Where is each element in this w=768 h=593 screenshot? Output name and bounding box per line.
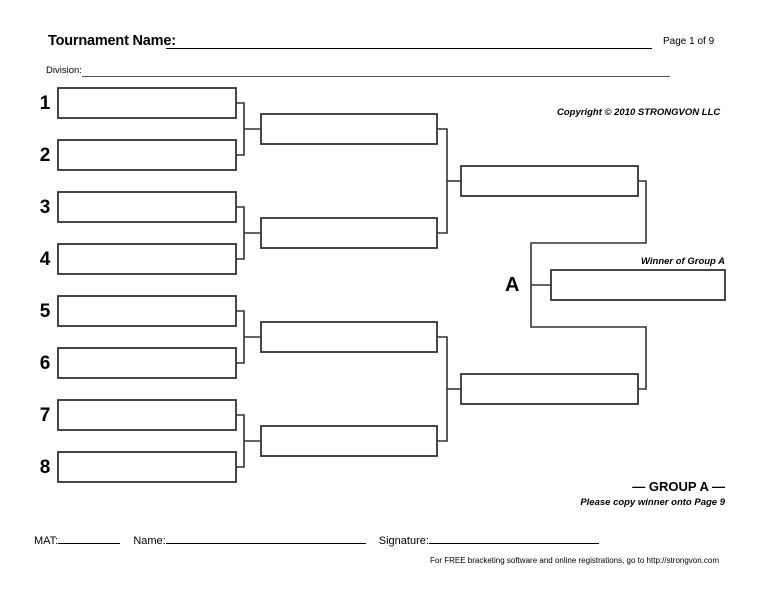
division-label: Division:: [46, 65, 82, 76]
tournament-name-label: Tournament Name:: [48, 33, 176, 49]
seed-number-5: 5: [39, 301, 51, 322]
winner-of-group-label: Winner of Group A: [641, 256, 725, 267]
bracket-slot-r1-4: [57, 243, 237, 275]
group-subtitle: Please copy winner onto Page 9: [580, 497, 725, 508]
division-input[interactable]: [82, 76, 670, 77]
mat-input[interactable]: [58, 532, 121, 544]
bracket-slot-r2-1: [260, 113, 438, 145]
tournament-name-input[interactable]: [166, 48, 652, 49]
seed-number-7: 7: [39, 405, 51, 426]
page-indicator: Page 1 of 9: [663, 36, 715, 47]
bracket-slot-r2-4: [260, 425, 438, 457]
seed-number-3: 3: [39, 197, 51, 218]
bracket-slot-r1-5: [57, 295, 237, 327]
bracket-slot-r2-2: [260, 217, 438, 249]
group-title: — GROUP A —: [632, 479, 725, 494]
seed-number-8: 8: [39, 457, 51, 478]
bracket-slot-r1-7: [57, 399, 237, 431]
bracket-slot-r1-1: [57, 87, 237, 119]
seed-number-4: 4: [39, 249, 51, 270]
name-input[interactable]: [165, 532, 366, 544]
seed-number-1: 1: [39, 93, 51, 114]
seed-number-2: 2: [39, 145, 51, 166]
seed-number-6: 6: [39, 353, 51, 374]
name-label: Name:: [133, 535, 166, 547]
bracket-slot-r3-2: [460, 373, 639, 405]
bracket-slot-r2-3: [260, 321, 438, 353]
bracket-slot-r1-6: [57, 347, 237, 379]
bracket-slot-final: [550, 269, 726, 301]
signature-input[interactable]: [428, 532, 599, 544]
bracket-slot-r3-1: [460, 165, 639, 197]
bracket-slot-r1-3: [57, 191, 237, 223]
group-letter-marker: A: [505, 274, 520, 296]
bracket-slot-r1-8: [57, 451, 237, 483]
bracket-slot-r1-2: [57, 139, 237, 171]
copyright-notice: Copyright © 2010 STRONGVON LLC: [557, 107, 721, 118]
signature-form-row: MAT: Name: Signature:: [34, 532, 734, 550]
footer-note: For FREE bracketing software and online …: [430, 556, 720, 565]
mat-label: MAT:: [34, 535, 59, 547]
signature-label: Signature:: [378, 535, 429, 547]
